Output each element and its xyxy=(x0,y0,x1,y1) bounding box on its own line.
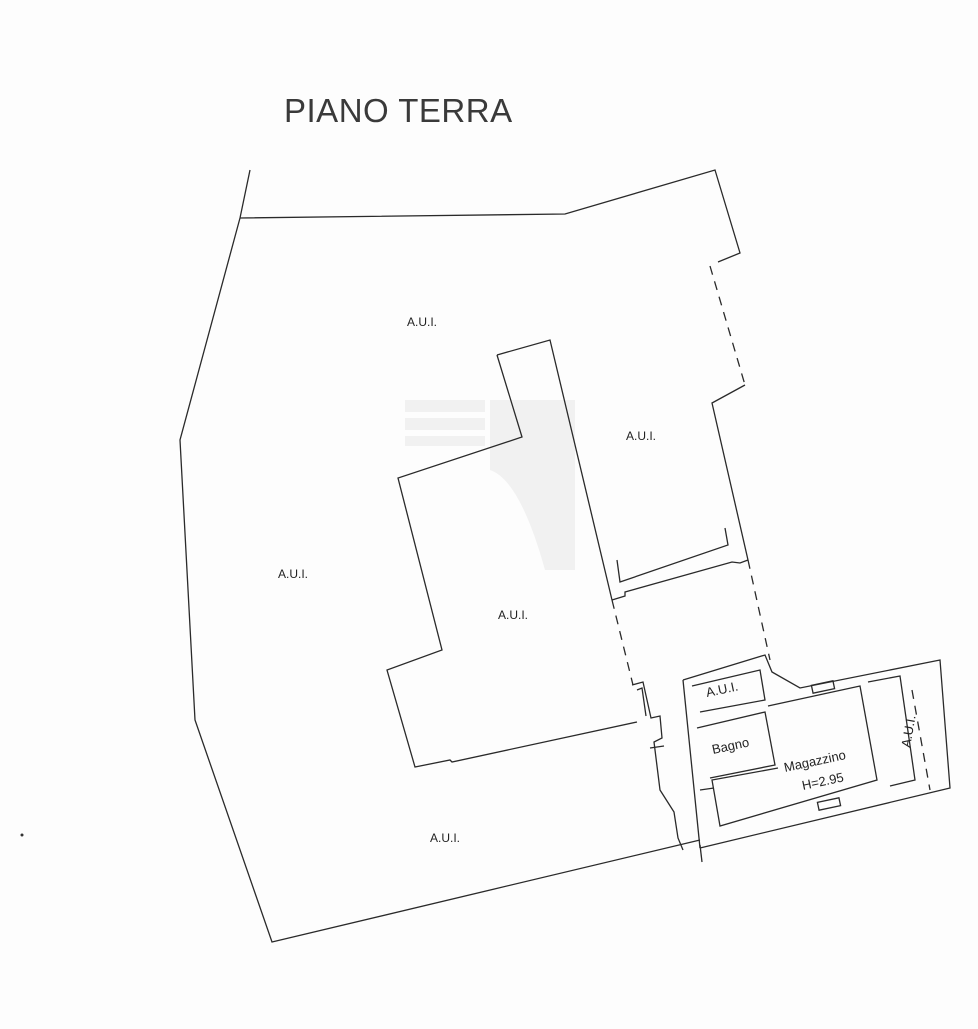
room-label-aui-bottom: A.U.I. xyxy=(430,831,460,845)
room-label-aui-top: A.U.I. xyxy=(407,315,437,329)
small-aui-room xyxy=(691,669,766,713)
annex-outer-left xyxy=(682,679,701,849)
speck xyxy=(20,833,24,837)
room-label-aui-center: A.U.I. xyxy=(498,608,528,622)
magazzino-room xyxy=(711,685,878,827)
side-aui-room xyxy=(867,675,916,787)
room-label-aui-small: A.U.I. xyxy=(705,679,740,700)
side-aui-dashed-line xyxy=(911,689,931,791)
east-boundary-line xyxy=(711,384,749,561)
upper-right-room-wall xyxy=(616,527,729,583)
tick-mark xyxy=(699,844,703,863)
upper-right-room-wall-2 xyxy=(611,559,749,601)
central-building-outline-2 xyxy=(386,354,638,768)
north-boundary-line xyxy=(239,169,741,263)
bagno-room xyxy=(696,711,776,779)
outer-boundary-line xyxy=(179,169,701,943)
corridor-wall-left xyxy=(631,681,684,851)
watermark-logo xyxy=(405,400,575,570)
room-label-aui-right-upper: A.U.I. xyxy=(626,429,656,443)
room-label-bagno: Bagno xyxy=(711,734,751,756)
corridor-wall-inner xyxy=(636,687,647,717)
tick-mark xyxy=(699,787,715,791)
annex-outer-wall xyxy=(682,654,951,849)
door-mark xyxy=(816,797,842,811)
room-height-magazzino: H=2.95 xyxy=(801,769,845,792)
tick-mark xyxy=(649,745,665,749)
room-label-aui-left: A.U.I. xyxy=(278,567,308,581)
east-dashed-line-upper xyxy=(709,265,746,386)
plan-title: PIANO TERRA xyxy=(284,92,513,129)
room-label-aui-side: A.U.I. xyxy=(898,714,918,749)
door-mark xyxy=(810,680,836,694)
east-dashed-line-lower xyxy=(747,559,771,661)
central-building-outline xyxy=(496,339,613,601)
central-dashed-line xyxy=(611,599,634,686)
